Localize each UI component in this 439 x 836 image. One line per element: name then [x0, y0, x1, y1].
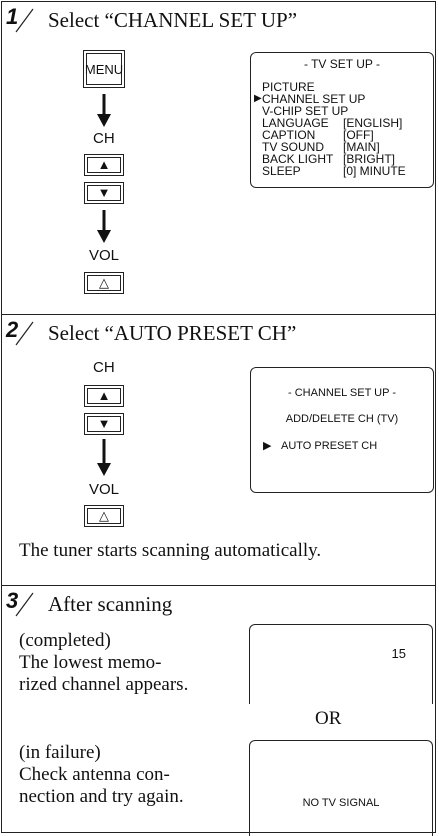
no-signal-text: NO TV SIGNAL — [302, 797, 380, 809]
menu-row: LANGUAGE [ENGLISH] — [262, 116, 403, 130]
menu-row: BACK LIGHT [BRIGHT] — [262, 152, 396, 166]
triangle-down-icon: ▼ — [97, 416, 111, 431]
ch-label: CH — [93, 130, 115, 147]
arrow-down-icon — [97, 210, 111, 243]
scanning-note: The tuner starts scanning automatically. — [19, 540, 322, 561]
channel-setup-heading: - CHANNEL SET UP - — [288, 387, 396, 399]
failure-text-line: nection and try again. — [19, 786, 184, 807]
triangle-up-icon: ▲ — [97, 157, 111, 172]
menu-row: V-CHIP SET UP — [262, 104, 349, 118]
failure-screen: NO TV SIGNAL — [249, 740, 433, 836]
ch-label: CH — [93, 359, 115, 376]
step-2-section: 2 Select “AUTO PRESET CH” CH ▲ ▼ VOL △ -… — [2, 314, 435, 585]
ch-up-key[interactable]: ▲ — [84, 154, 124, 176]
triangle-up-outline-icon: △ — [99, 508, 109, 523]
step-1-title: Select “CHANNEL SET UP” — [48, 8, 298, 32]
step-3-number: 3 — [6, 588, 34, 617]
vol-label: VOL — [89, 247, 120, 264]
step-1-section: 1 Select “CHANNEL SET UP” MENU CH ▲ ▼ VO… — [2, 2, 435, 314]
vol-label: VOL — [89, 481, 120, 498]
step-slash-icon — [15, 592, 34, 617]
channel-number: 15 — [391, 646, 406, 661]
menu-row-selected: ▶ CHANNEL SET UP — [254, 92, 366, 106]
add-delete-ch-item: ADD/DELETE CH (TV) — [285, 413, 399, 425]
completed-label: (completed) — [19, 630, 111, 651]
tv-setup-menu-screen: - TV SET UP - PICTURE ▶ CHANNEL SET UP V… — [250, 52, 434, 188]
channel-setup-menu-screen: - CHANNEL SET UP - ADD/DELETE CH (TV) ▶ … — [250, 367, 434, 493]
step-1-number: 1 — [6, 4, 34, 33]
triangle-down-icon: ▼ — [97, 185, 111, 200]
menu-row: PICTURE — [262, 80, 315, 94]
triangle-up-outline-icon: △ — [99, 275, 109, 290]
step-2-number: 2 — [6, 317, 34, 346]
completed-screen: 15 — [249, 624, 433, 704]
step-2-title: Select “AUTO PRESET CH” — [48, 321, 297, 345]
vol-up-key[interactable]: △ — [84, 272, 124, 294]
failure-text-line: Check antenna con- — [19, 764, 170, 785]
failure-label: (in failure) — [19, 742, 101, 763]
ch-up-key[interactable]: ▲ — [84, 385, 124, 407]
cursor-icon: ▶ — [263, 440, 272, 452]
cursor-icon: ▶ — [254, 93, 262, 104]
menu-key[interactable]: MENU — [83, 50, 125, 88]
completed-text-line: rized channel appears. — [19, 674, 189, 695]
vol-up-key[interactable]: △ — [84, 505, 124, 527]
ch-down-key[interactable]: ▼ — [84, 182, 124, 204]
auto-preset-ch-item: AUTO PRESET CH — [281, 440, 378, 452]
triangle-up-icon: ▲ — [97, 388, 111, 403]
arrow-down-icon — [97, 439, 111, 476]
or-text: OR — [315, 708, 342, 729]
step-slash-icon — [15, 321, 34, 346]
step-3-title: After scanning — [48, 592, 173, 616]
step-slash-icon — [15, 8, 34, 33]
menu-row: TV SOUND [MAIN] — [262, 140, 380, 154]
completed-text-line: The lowest memo- — [19, 652, 162, 673]
menu-row: SLEEP [0] MINUTE — [262, 164, 406, 178]
step-3-section: 3 After scanning (completed) The lowest … — [2, 585, 435, 836]
menu-row: CAPTION [OFF] — [262, 128, 374, 142]
arrow-down-icon — [97, 94, 111, 127]
tv-setup-heading: - TV SET UP - — [303, 57, 381, 71]
ch-down-key[interactable]: ▼ — [84, 413, 124, 435]
